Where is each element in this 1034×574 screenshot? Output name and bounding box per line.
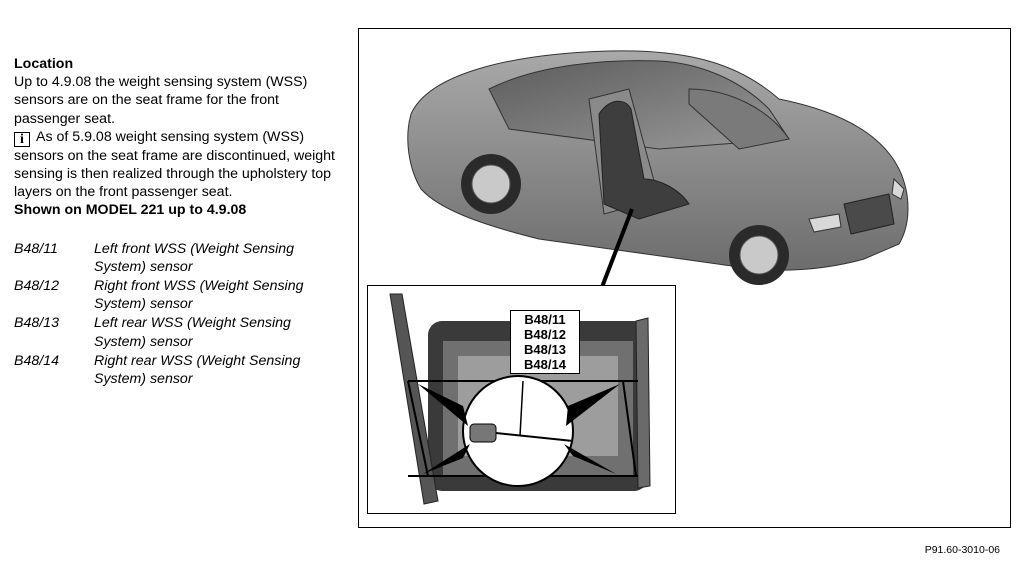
info-note-text: As of 5.9.08 weight sensing system (WSS)…: [14, 128, 335, 201]
callout-label: B48/12: [524, 327, 566, 342]
car-drawing: [407, 50, 909, 288]
location-text: Up to 4.9.08 the weight sensing system (…: [14, 74, 308, 127]
legend-item: B48/12 Right front WSS (Weight Sensing S…: [14, 277, 344, 313]
legend-code: B48/12: [14, 278, 59, 295]
legend-description: Right front WSS (Weight Sensing System) …: [94, 278, 304, 313]
legend-description: Left front WSS (Weight Sensing System) s…: [94, 240, 295, 275]
seat-frame-detail: B48/11 B48/12 B48/13 B48/14: [367, 285, 676, 514]
figure-code: P91.60-3010-06: [924, 544, 1000, 556]
legend-code: B48/13: [14, 315, 59, 332]
vehicle-illustration: B48/11 B48/12 B48/13 B48/14: [358, 28, 1011, 528]
location-heading: Location: [14, 56, 74, 72]
callout-label: B48/14: [524, 357, 566, 372]
magnifier-circle: [462, 375, 574, 487]
legend-list: B48/11 Left front WSS (Weight Sensing Sy…: [14, 240, 344, 389]
legend-code: B48/11: [14, 240, 58, 257]
legend-description: Right rear WSS (Weight Sensing System) s…: [94, 352, 301, 388]
description-panel: Location Up to 4.9.08 the weight sensing…: [14, 55, 344, 389]
callout-label: B48/11: [524, 312, 566, 327]
sensor-callout: B48/11 B48/12 B48/13 B48/14: [510, 310, 580, 374]
shown-on-heading: Shown on MODEL 221 up to 4.9.08: [14, 202, 247, 219]
legend-item: B48/13 Left rear WSS (Weight Sensing Sys…: [14, 314, 344, 350]
info-icon: i: [14, 131, 30, 147]
legend-item: B48/11 Left front WSS (Weight Sensing Sy…: [14, 240, 344, 276]
legend-description: Left rear WSS (Weight Sensing System) se…: [94, 315, 291, 350]
wss-sensor: [469, 423, 497, 443]
grille: [843, 193, 895, 235]
passenger-seat: [598, 100, 690, 220]
callout-label: B48/13: [524, 342, 566, 357]
legend-item: B48/14 Right rear WSS (Weight Sensing Sy…: [14, 352, 344, 388]
legend-code: B48/14: [14, 352, 59, 369]
